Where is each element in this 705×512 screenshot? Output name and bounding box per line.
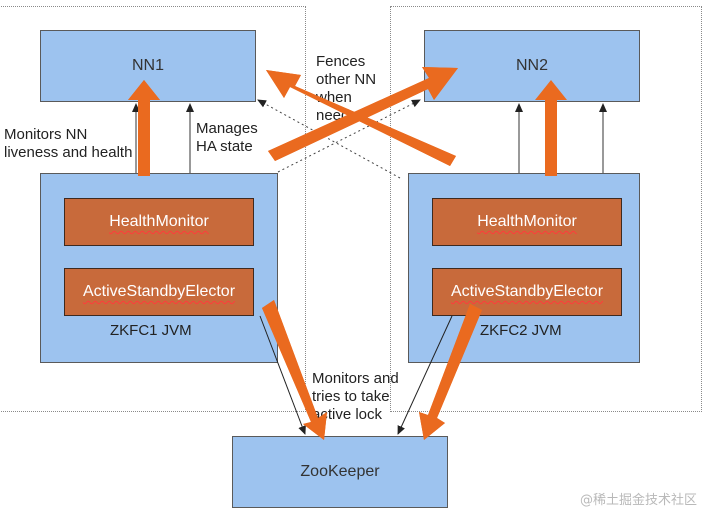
fence-dotted-connector-1 bbox=[257, 99, 401, 179]
watermark-text: @稀土掘金技术社区 bbox=[579, 493, 697, 508]
zkfc2-jvm-label: ZKFC2 JVM bbox=[480, 322, 562, 339]
zookeeper-box: ZooKeeper bbox=[232, 436, 448, 508]
orange-arrow-nn1-top bbox=[128, 80, 160, 176]
active-standby-elector-left: ActiveStandbyElector bbox=[64, 268, 254, 316]
fence-dotted-connector-2 bbox=[277, 99, 421, 173]
orange-arrow-elector1-to-zk-top bbox=[262, 300, 327, 440]
health-monitor-right: HealthMonitor bbox=[432, 198, 622, 246]
orange-arrow-cross-to-nn2-top bbox=[268, 67, 458, 161]
orange-arrow-nn2 bbox=[535, 80, 567, 176]
monitors-zk-annotation: Monitors and tries to take active lock bbox=[312, 370, 399, 423]
nn1-label: NN1 bbox=[131, 57, 164, 74]
elector2-to-zk-connector bbox=[397, 315, 453, 435]
nn2-label: NN2 bbox=[515, 57, 548, 74]
nn2-box: NN2 bbox=[424, 30, 640, 102]
zkfc1-region bbox=[0, 6, 306, 412]
zkfc1-jvm-label: ZKFC1 JVM bbox=[110, 322, 192, 339]
elector1-to-zk-connector bbox=[259, 315, 306, 435]
health-monitor-left: HealthMonitor bbox=[64, 198, 254, 246]
orange-arrow-elector2-to-zk-top bbox=[419, 304, 482, 440]
monitors-nn-annotation: Monitors NN liveness and health bbox=[4, 126, 133, 161]
zookeeper-label: ZooKeeper bbox=[300, 463, 380, 480]
zkfc2-region bbox=[390, 6, 702, 412]
active-standby-elector-right: ActiveStandbyElector bbox=[432, 268, 622, 316]
manages-ha-annotation: Manages HA state bbox=[196, 120, 258, 155]
